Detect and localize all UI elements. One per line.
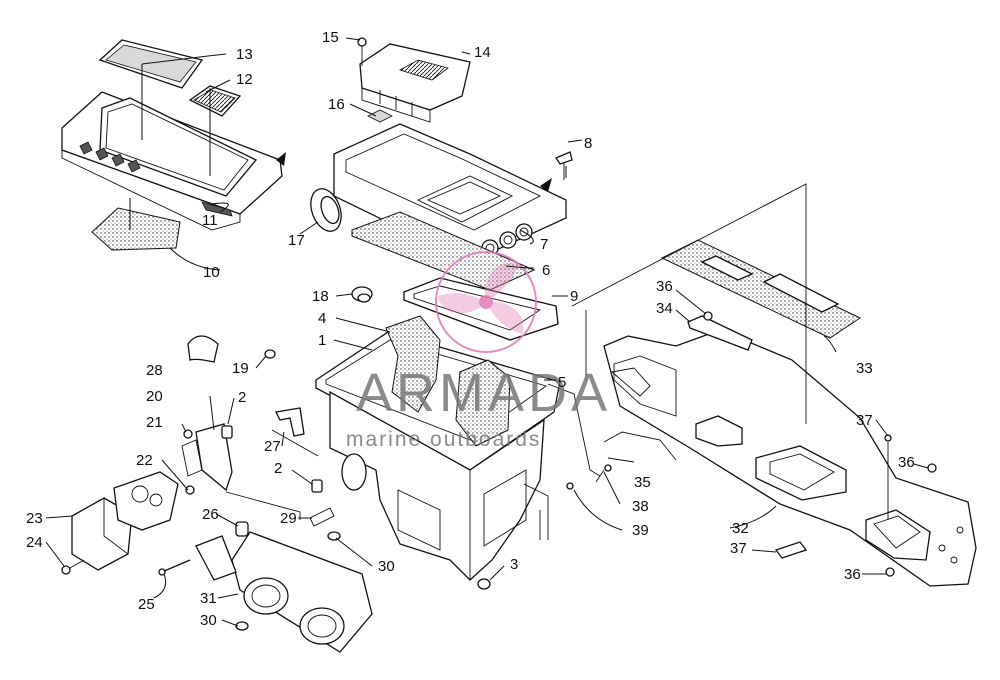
callout-21: 21 bbox=[146, 414, 163, 431]
callout-30: 30 bbox=[200, 612, 217, 629]
callout-labels: 1 2 2 3 4 5 6 7 8 9 10 11 12 13 14 15 16… bbox=[26, 29, 915, 629]
part-35-cable bbox=[566, 431, 677, 490]
callout-24: 24 bbox=[26, 534, 43, 551]
callout-31: 31 bbox=[200, 590, 217, 607]
watermark-subtitle: marine outboards bbox=[346, 428, 541, 451]
part-11-lid-frame bbox=[61, 91, 286, 231]
part-13-filter-screen bbox=[98, 39, 204, 89]
part-22-fastener bbox=[185, 485, 195, 495]
callout-17: 17 bbox=[288, 232, 305, 249]
part-1-airbox bbox=[315, 315, 561, 581]
callout-16: 16 bbox=[328, 96, 345, 113]
callout-35: 35 bbox=[634, 474, 651, 491]
callout-9: 9 bbox=[570, 288, 578, 305]
callout-4: 4 bbox=[318, 310, 326, 327]
callout-32: 32 bbox=[732, 520, 749, 537]
callout-14: 14 bbox=[474, 44, 491, 61]
callout-37: 37 bbox=[856, 412, 873, 429]
callout-15: 15 bbox=[322, 29, 339, 46]
part-16-washer bbox=[367, 109, 393, 123]
part-6-gasket-foam bbox=[351, 211, 536, 291]
part-23-control-unit bbox=[71, 471, 179, 571]
callout-34: 34 bbox=[656, 300, 673, 317]
callout-29: 29 bbox=[280, 510, 297, 527]
callout-7: 7 bbox=[540, 236, 548, 253]
callout-22: 22 bbox=[136, 452, 153, 469]
assembly-lines bbox=[225, 183, 807, 540]
part-26-spacer bbox=[235, 521, 249, 537]
propeller-logo bbox=[435, 251, 537, 353]
parts-artwork bbox=[61, 37, 977, 653]
callout-12: 12 bbox=[236, 71, 253, 88]
part-19-clip bbox=[264, 349, 276, 359]
part-8-push-pin bbox=[555, 151, 573, 180]
callout-18: 18 bbox=[312, 288, 329, 305]
callout-30: 30 bbox=[378, 558, 395, 575]
callout-36: 36 bbox=[898, 454, 915, 471]
part-32-console bbox=[603, 329, 977, 587]
watermark-title: ARMADA bbox=[356, 363, 611, 423]
part-37-bolt bbox=[774, 434, 892, 559]
part-25-bolt bbox=[158, 559, 191, 576]
part-17-grommet bbox=[310, 188, 342, 232]
callout-5: 5 bbox=[558, 374, 566, 391]
callout-25: 25 bbox=[138, 596, 155, 613]
part-10-foam-pad bbox=[91, 207, 181, 251]
part-24-screw bbox=[61, 559, 85, 575]
part-31-intake-duct bbox=[195, 531, 373, 653]
callout-26: 26 bbox=[202, 506, 219, 523]
part-18-cap bbox=[351, 286, 373, 303]
part-30-fastener bbox=[235, 531, 341, 631]
part-2-spacer bbox=[221, 425, 323, 493]
callout-19: 19 bbox=[232, 360, 249, 377]
callout-38: 38 bbox=[632, 498, 649, 515]
callout-13: 13 bbox=[236, 46, 253, 63]
part-3-clip bbox=[477, 578, 491, 590]
part-20-bracket bbox=[181, 423, 233, 492]
part-14-electronic-module bbox=[359, 43, 471, 123]
part-4-foam-block bbox=[455, 359, 511, 447]
part-5-rod bbox=[547, 383, 601, 477]
callout-2: 2 bbox=[274, 460, 282, 477]
callout-2: 2 bbox=[238, 389, 246, 406]
callout-8: 8 bbox=[584, 135, 592, 152]
callout-36: 36 bbox=[844, 566, 861, 583]
leader-lines bbox=[45, 37, 929, 627]
callout-10: 10 bbox=[203, 264, 220, 281]
callout-20: 20 bbox=[146, 388, 163, 405]
part-9-seal bbox=[403, 277, 559, 341]
callout-37: 37 bbox=[730, 540, 747, 557]
armada-watermark: ARMADA marine outboards bbox=[346, 251, 611, 451]
part-28-band-clamp bbox=[187, 335, 219, 363]
callout-23: 23 bbox=[26, 510, 43, 527]
callout-3: 3 bbox=[510, 556, 518, 573]
part-29-clip bbox=[309, 507, 335, 527]
callout-39: 39 bbox=[632, 522, 649, 539]
callout-33: 33 bbox=[856, 360, 873, 377]
part-27-spring-clip bbox=[275, 407, 305, 437]
callout-36: 36 bbox=[656, 278, 673, 295]
part-12-small-screen bbox=[188, 85, 242, 117]
callout-28: 28 bbox=[146, 362, 163, 379]
callout-27: 27 bbox=[264, 438, 281, 455]
callout-1: 1 bbox=[318, 332, 326, 349]
callout-6: 6 bbox=[542, 262, 550, 279]
callout-11: 11 bbox=[202, 212, 218, 229]
part-33-gasket bbox=[660, 239, 862, 339]
